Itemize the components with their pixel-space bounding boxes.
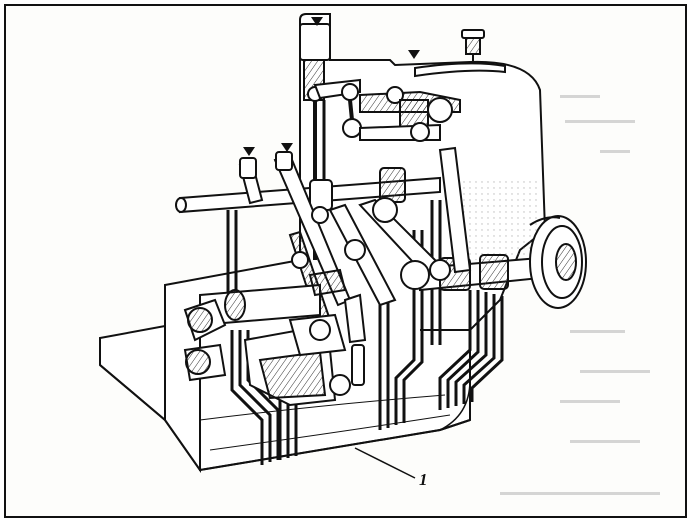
- down-triangle-icon: [243, 147, 255, 156]
- looper-mechanism: [183, 268, 367, 407]
- callout-leader-line: [354, 447, 416, 479]
- handwheel: [529, 215, 587, 309]
- down-triangle-icon: [281, 143, 293, 152]
- callout-label-1: 1: [419, 470, 428, 489]
- background-speckle: [500, 95, 660, 495]
- upper-linkage: [313, 78, 461, 142]
- main-shaft: [175, 167, 441, 214]
- tension-knob: [414, 29, 506, 78]
- down-triangle-icon-group: [243, 17, 420, 156]
- oil-point-levers: [239, 151, 293, 179]
- down-triangle-icon: [311, 17, 323, 26]
- down-triangle-icon: [408, 50, 420, 59]
